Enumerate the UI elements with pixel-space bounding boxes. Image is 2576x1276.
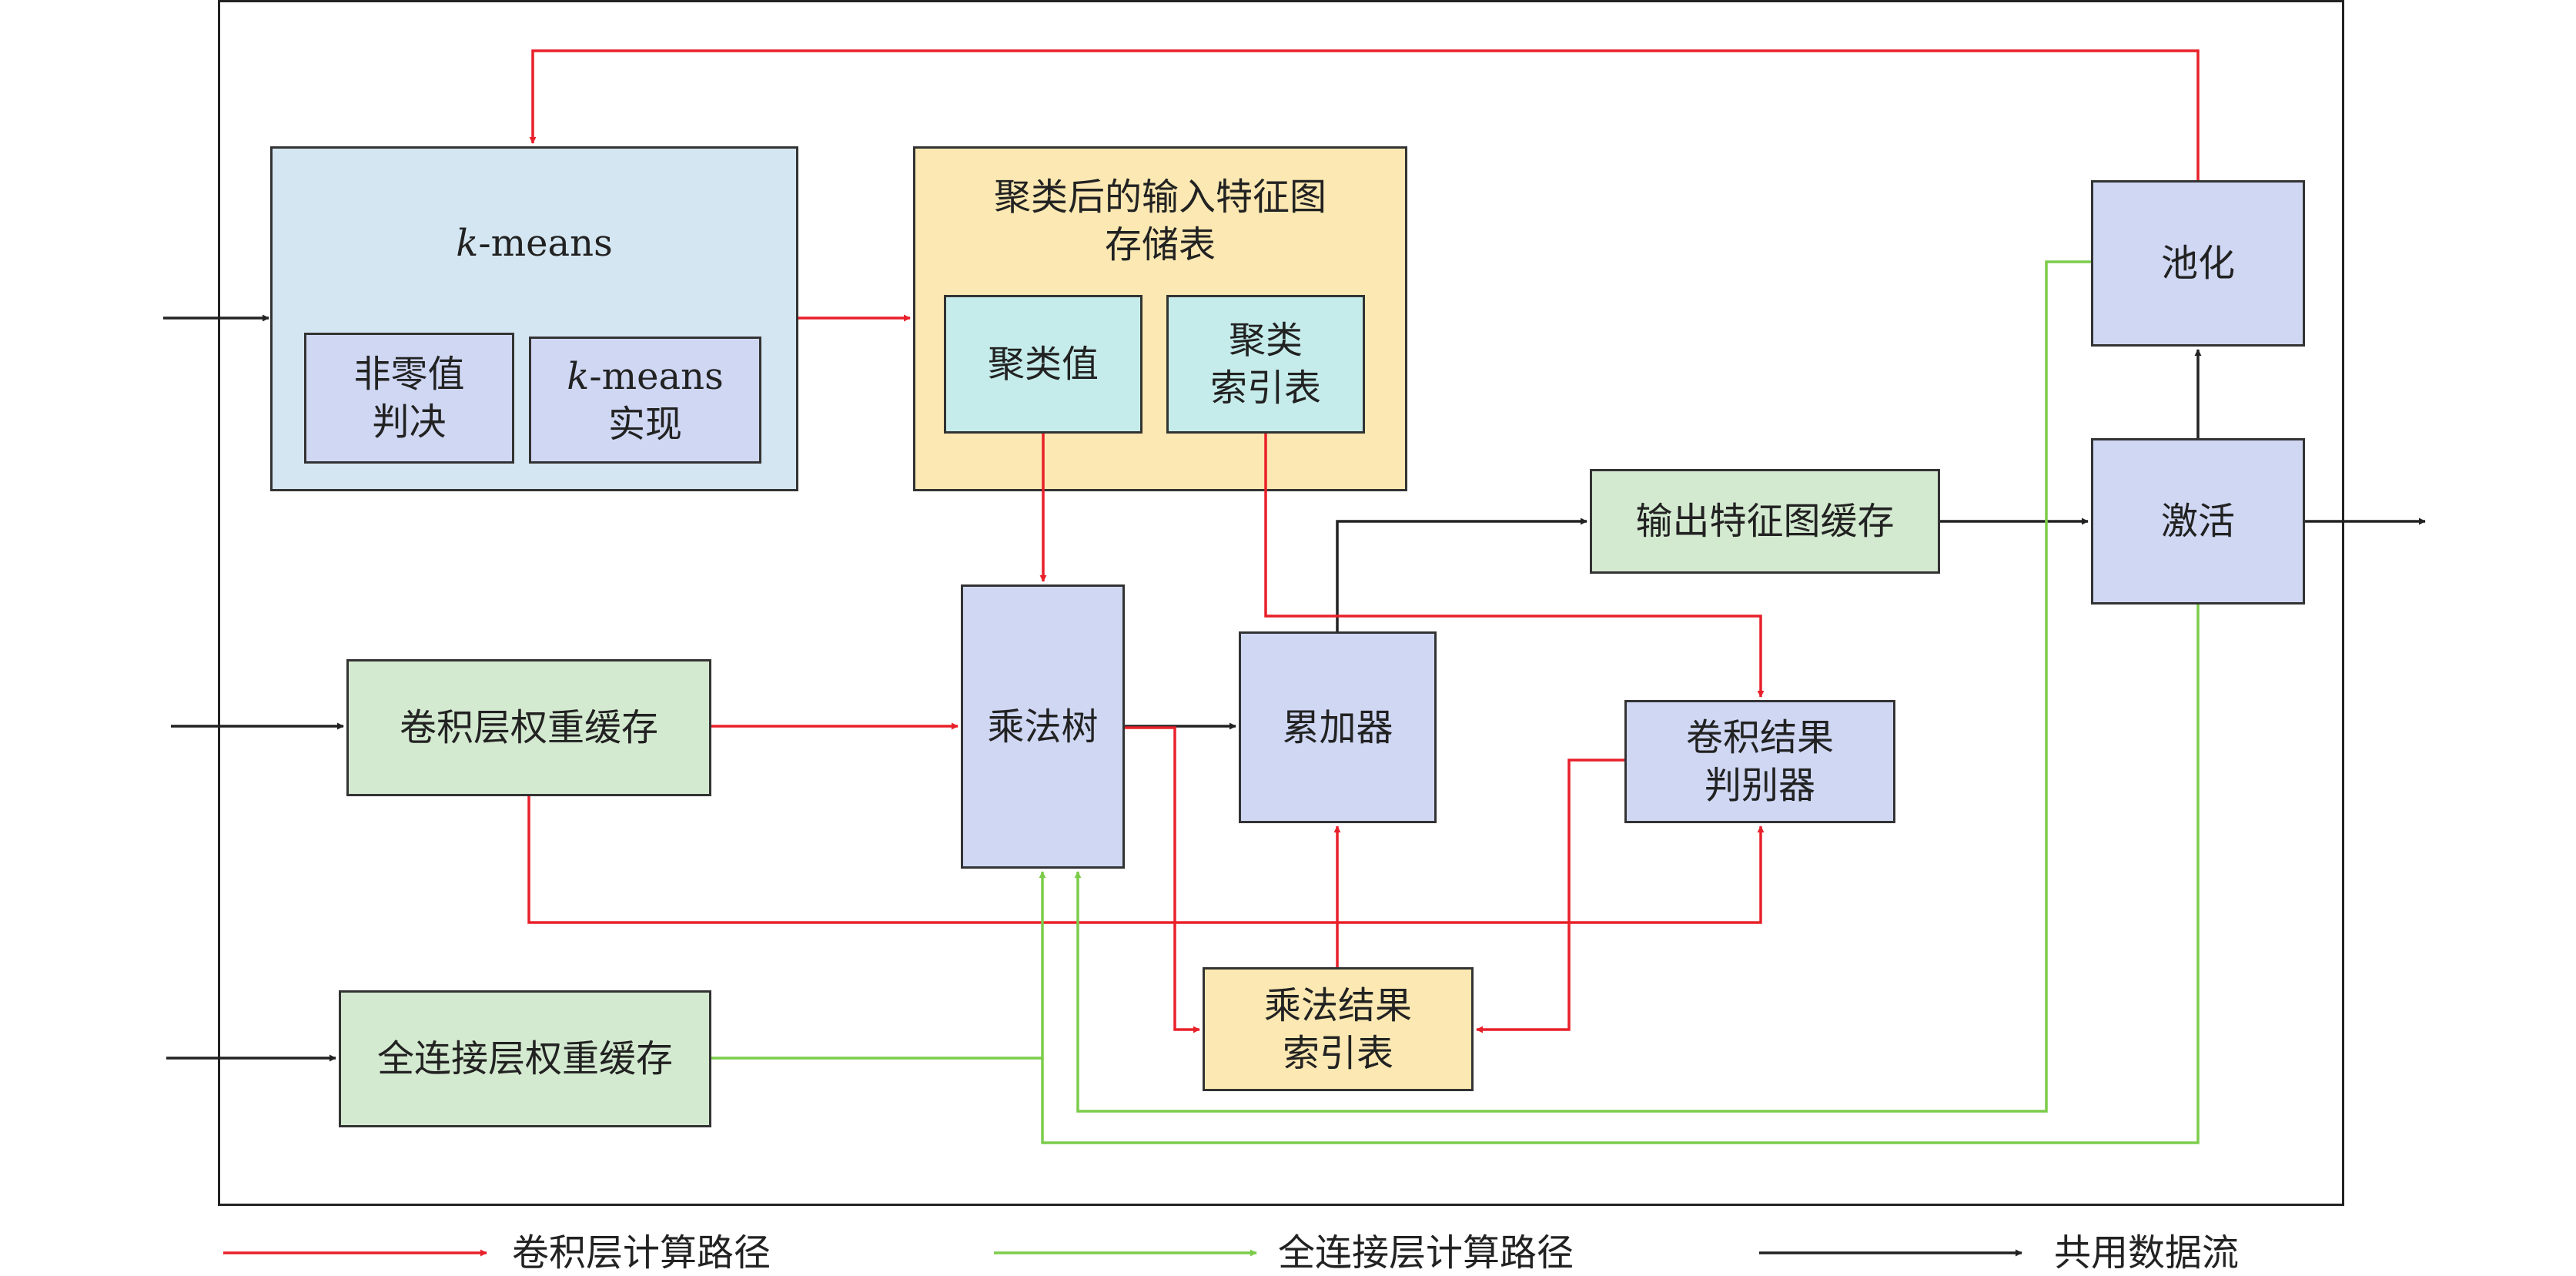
activation-label: 激活	[2160, 500, 2235, 543]
activation-block: 激活	[2091, 438, 2305, 605]
mult-tree-label: 乘法树	[987, 705, 1099, 749]
conv-weights-label: 卷积层权重缓存	[399, 706, 658, 749]
fc-weights-block: 全连接层权重缓存	[339, 990, 711, 1127]
accumulator-label: 累加器	[1282, 705, 1393, 749]
accumulator-block: 累加器	[1239, 631, 1437, 823]
kmeans-title: k-means	[456, 222, 613, 265]
pooling-block: 池化	[2091, 180, 2305, 347]
cluster-index-label: 聚类 索引表	[1209, 319, 1321, 410]
judge-to-index-table-line	[1476, 759, 1624, 1033]
conv-weights-to-judge-line	[527, 796, 1765, 924]
fc-weights-label: 全连接层权重缓存	[376, 1037, 673, 1080]
conv-judge-block: 卷积结果 判别器	[1624, 700, 1895, 823]
cluster-index-block: 聚类 索引表	[1166, 295, 1365, 434]
kmeans-impl-label: k-means 实现	[567, 354, 724, 446]
cluster-index-to-judge-line	[1264, 434, 1765, 698]
accumulator-to-output-buffer-line	[1336, 517, 1587, 631]
output-buffer-label: 输出特征图缓存	[1635, 500, 1895, 543]
clustered-input-label: 聚类后的输入特征图 存储表	[993, 176, 1326, 266]
conv-judge-label: 卷积结果 判别器	[1685, 716, 1834, 807]
nonzero-judge-label: 非零值 判决	[353, 353, 465, 444]
system-boundary	[218, 0, 2344, 1206]
fc-weights-to-mult-line	[711, 871, 1046, 1060]
cluster-value-label: 聚类值	[987, 343, 1099, 386]
output-buffer-block: 输出特征图缓存	[1590, 469, 1940, 574]
pooling-label: 池化	[2160, 242, 2235, 285]
nonzero-judge-block: 非零值 判决	[304, 333, 514, 464]
conv-weights-block: 卷积层权重缓存	[346, 659, 711, 796]
legend-shared-label: 共用数据流	[2054, 1231, 2240, 1274]
kmeans-impl-block: k-means 实现	[529, 337, 761, 464]
legend-conv-label: 卷积层计算路径	[512, 1231, 771, 1274]
pooling-to-mult-line	[1074, 260, 2091, 1113]
pooling-to-kmeans-feedback-line	[529, 49, 2200, 180]
activation-to-mult-line	[1041, 605, 2200, 1144]
mult-to-index-table-line	[1125, 726, 1200, 1033]
mult-index-label: 乘法结果 索引表	[1263, 983, 1412, 1075]
mult-tree-block: 乘法树	[961, 584, 1125, 869]
legend-fc-label: 全连接层计算路径	[1278, 1231, 1574, 1274]
mult-index-block: 乘法结果 索引表	[1203, 967, 1474, 1091]
cluster-value-block: 聚类值	[944, 295, 1142, 434]
